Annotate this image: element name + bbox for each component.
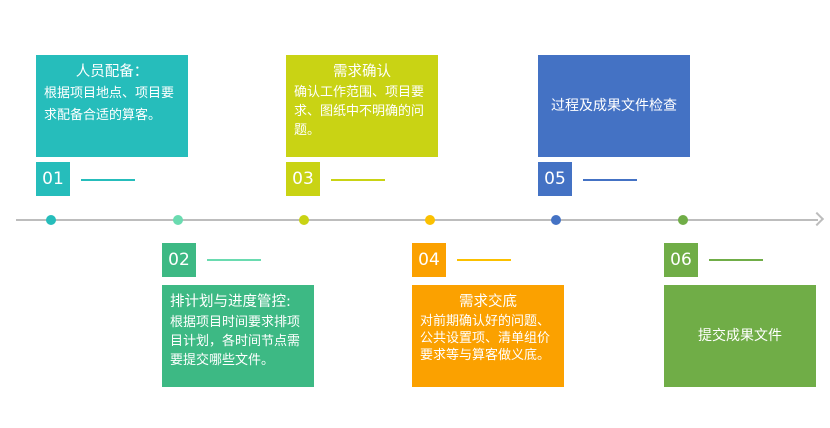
step-number-badge: 06 — [664, 243, 698, 277]
timeline-dot — [299, 215, 309, 225]
timeline-dot — [551, 215, 561, 225]
step-accent-line — [457, 259, 511, 261]
step-card-02: 排计划与进度管控: 根据项目时间要求排项目计划，各时间节点需要提交哪些文件。 — [162, 285, 314, 387]
step-title: 需求确认 — [333, 64, 391, 80]
step-description: 根据项目地点、项目要求配备合适的算客。 — [44, 86, 175, 123]
step-title: 人员配备： — [75, 64, 149, 80]
step-description: 对前期确认好的问题、公共设置项、清单组价要求等与算客做义底。 — [420, 314, 551, 363]
step-accent-line — [583, 179, 637, 181]
step-number-badge: 03 — [286, 162, 320, 196]
step-description: 确认工作范围、项目要求、图纸中不明确的问题。 — [294, 85, 425, 138]
step-number-badge: 05 — [538, 162, 572, 196]
step-description: 根据项目时间要求排项目计划，各时间节点需要提交哪些文件。 — [170, 315, 301, 368]
step-accent-line — [331, 179, 385, 181]
timeline-axis — [16, 219, 818, 221]
step-number-badge: 01 — [36, 162, 70, 196]
step-number-badge: 02 — [162, 243, 196, 277]
step-accent-line — [207, 259, 261, 261]
step-card-06: 提交成果文件 — [664, 285, 816, 387]
step-card-04: 需求交底对前期确认好的问题、公共设置项、清单组价要求等与算客做义底。 — [412, 285, 564, 387]
timeline-dot — [173, 215, 183, 225]
step-card-05: 过程及成果文件检查 — [538, 55, 690, 157]
step-title: 需求交底 — [459, 294, 517, 310]
step-title: 过程及成果文件检查 — [551, 98, 677, 114]
timeline-dot — [425, 215, 435, 225]
step-number-badge: 04 — [412, 243, 446, 277]
step-title: 提交成果文件 — [698, 328, 782, 344]
step-card-03: 需求确认确认工作范围、项目要求、图纸中不明确的问题。 — [286, 55, 438, 157]
step-card-01: 人员配备： 根据项目地点、项目要求配备合适的算客。 — [36, 55, 188, 157]
timeline-dot — [678, 215, 688, 225]
timeline-dot — [46, 215, 56, 225]
step-accent-line — [709, 259, 763, 261]
step-title: 排计划与进度管控: — [170, 294, 291, 310]
step-accent-line — [81, 179, 135, 181]
timeline-arrow-icon — [809, 211, 825, 227]
